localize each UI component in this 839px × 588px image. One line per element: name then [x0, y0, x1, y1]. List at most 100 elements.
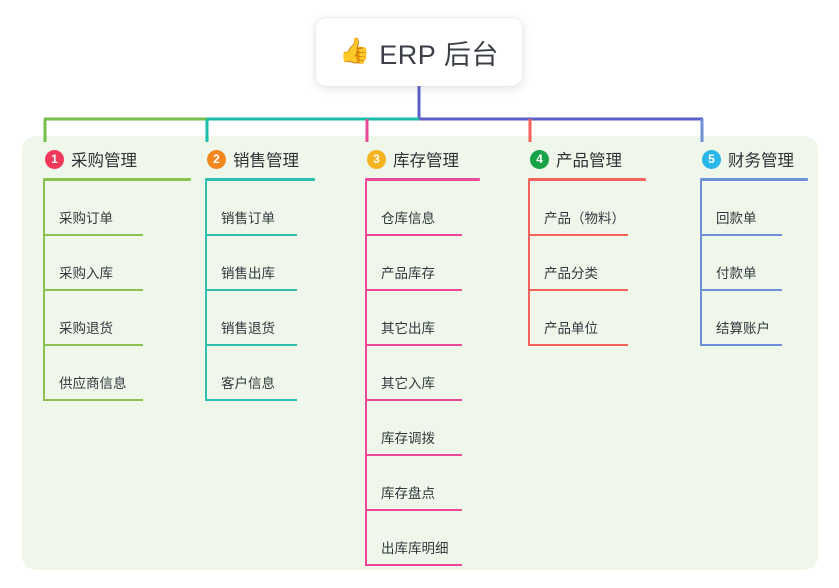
- column-header-5[interactable]: 5 财务管理: [700, 146, 808, 172]
- item-label: 供应商信息: [59, 376, 127, 391]
- root-node-erp-backend[interactable]: 👍 ERP 后台: [316, 18, 522, 86]
- list-item[interactable]: 出库库明细: [365, 511, 480, 566]
- list-item[interactable]: 产品分类: [528, 236, 646, 291]
- item-underline: [43, 344, 143, 346]
- list-item[interactable]: 库存盘点: [365, 456, 480, 511]
- item-underline: [205, 289, 297, 291]
- item-rail: [43, 346, 45, 401]
- list-item[interactable]: 其它入库: [365, 346, 480, 401]
- list-item[interactable]: 其它出库: [365, 291, 480, 346]
- item-underline: [700, 234, 782, 236]
- item-underline: [528, 289, 628, 291]
- item-rail: [700, 291, 702, 346]
- column-items-5: 回款单付款单结算账户: [700, 181, 808, 346]
- item-label: 库存调拨: [381, 431, 435, 446]
- item-underline: [528, 344, 628, 346]
- item-rail: [365, 181, 367, 236]
- column-header-rule-4: [528, 178, 646, 181]
- item-rail: [205, 236, 207, 291]
- item-rail: [528, 291, 530, 346]
- item-rail: [205, 181, 207, 236]
- list-item[interactable]: 销售出库: [205, 236, 315, 291]
- list-item[interactable]: 采购订单: [43, 181, 191, 236]
- item-label: 产品分类: [544, 266, 598, 281]
- item-underline: [700, 289, 782, 291]
- item-underline: [43, 289, 143, 291]
- item-label: 付款单: [716, 266, 757, 281]
- item-label: 客户信息: [221, 376, 275, 391]
- list-item[interactable]: 产品（物料）: [528, 181, 646, 236]
- list-item[interactable]: 回款单: [700, 181, 808, 236]
- list-item[interactable]: 销售订单: [205, 181, 315, 236]
- list-item[interactable]: 仓库信息: [365, 181, 480, 236]
- item-underline: [43, 234, 143, 236]
- item-label: 采购入库: [59, 266, 113, 281]
- column-badge-1: 1: [45, 149, 64, 169]
- item-label: 仓库信息: [381, 211, 435, 226]
- item-label: 出库库明细: [381, 541, 449, 556]
- item-rail: [43, 291, 45, 346]
- column-5: 5 财务管理回款单付款单结算账户: [700, 146, 808, 346]
- item-underline: [43, 399, 143, 401]
- column-title-4: 产品管理: [556, 152, 622, 170]
- item-rail: [43, 236, 45, 291]
- list-item[interactable]: 采购入库: [43, 236, 191, 291]
- item-rail: [365, 401, 367, 456]
- item-underline: [205, 234, 297, 236]
- item-underline: [365, 399, 462, 401]
- root-node-title: ERP 后台: [379, 39, 499, 70]
- item-rail: [365, 291, 367, 346]
- column-header-rule-5: [700, 178, 808, 181]
- item-label: 回款单: [716, 211, 757, 226]
- item-rail: [365, 511, 367, 566]
- column-title-3: 库存管理: [393, 152, 459, 170]
- item-underline: [205, 344, 297, 346]
- list-item[interactable]: 库存调拨: [365, 401, 480, 456]
- column-header-rule-3: [365, 178, 480, 181]
- item-underline: [700, 344, 782, 346]
- item-underline: [528, 234, 628, 236]
- list-item[interactable]: 销售退货: [205, 291, 315, 346]
- column-items-1: 采购订单采购入库采购退货供应商信息: [43, 181, 191, 401]
- list-item[interactable]: 客户信息: [205, 346, 315, 401]
- item-label: 采购订单: [59, 211, 113, 226]
- item-label: 产品库存: [381, 266, 435, 281]
- diagram-background-panel: [22, 136, 818, 570]
- list-item[interactable]: 结算账户: [700, 291, 808, 346]
- item-rail: [528, 181, 530, 236]
- item-label: 销售订单: [221, 211, 275, 226]
- item-underline: [365, 234, 462, 236]
- column-header-4[interactable]: 4 产品管理: [528, 146, 646, 172]
- item-underline: [365, 289, 462, 291]
- item-rail: [365, 346, 367, 401]
- list-item[interactable]: 产品单位: [528, 291, 646, 346]
- column-header-rule-2: [205, 178, 315, 181]
- item-label: 产品单位: [544, 321, 598, 336]
- column-badge-4: 4: [530, 149, 549, 169]
- column-badge-2: 2: [207, 149, 226, 169]
- item-label: 销售退货: [221, 321, 275, 336]
- item-underline: [365, 454, 462, 456]
- column-header-rule-1: [43, 178, 191, 181]
- item-rail: [365, 236, 367, 291]
- item-rail: [205, 346, 207, 401]
- column-title-5: 财务管理: [728, 152, 794, 170]
- item-label: 结算账户: [716, 321, 770, 336]
- list-item[interactable]: 供应商信息: [43, 346, 191, 401]
- item-label: 其它出库: [381, 321, 435, 336]
- column-badge-5: 5: [702, 149, 721, 169]
- item-underline: [365, 344, 462, 346]
- item-rail: [528, 236, 530, 291]
- column-4: 4 产品管理产品（物料） 产品分类产品单位: [528, 146, 646, 346]
- list-item[interactable]: 采购退货: [43, 291, 191, 346]
- list-item[interactable]: 付款单: [700, 236, 808, 291]
- list-item[interactable]: 产品库存: [365, 236, 480, 291]
- root-node-content: 👍 ERP 后台: [339, 33, 499, 72]
- column-items-4: 产品（物料） 产品分类产品单位: [528, 181, 646, 346]
- thumbs-up-icon: 👍: [339, 36, 371, 65]
